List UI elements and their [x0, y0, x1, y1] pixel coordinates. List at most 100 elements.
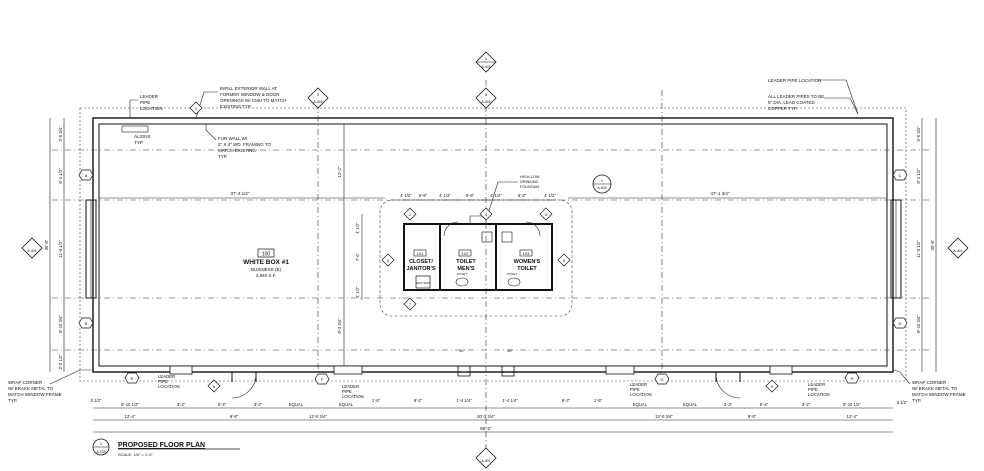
svg-text:35'-8": 35'-8" [930, 239, 935, 250]
svg-text:8: 8 [213, 384, 216, 389]
svg-text:A-401: A-401 [481, 459, 490, 463]
svg-text:FOUNTAIN: FOUNTAIN [520, 185, 539, 189]
svg-text:2: 2 [317, 92, 320, 97]
svg-text:1'-4 1/4": 1'-4 1/4" [456, 398, 472, 403]
toilet-label-mens: TOILET [457, 272, 468, 276]
svg-text:1: 1 [601, 178, 604, 183]
dimension-bottom-row1: 3 1/2" 8'-10 1/2" 3'-2" 6'-4" 3'-2" EQUA… [91, 398, 908, 409]
svg-text:FORMER WINDOW & DOOR: FORMER WINDOW & DOOR [220, 92, 280, 97]
tag-diamonds: 1 2 3 4 5 6 7 8 9 [189, 101, 779, 393]
svg-text:8'-10 1/2": 8'-10 1/2" [843, 402, 861, 407]
plan-title-number: 1 [100, 441, 103, 446]
note-leader-b3: LEADER PIPE LOCATION [630, 382, 652, 397]
dimension-small: 10" 10" [459, 348, 513, 353]
svg-text:9'-3 3/4": 9'-3 3/4" [337, 318, 342, 334]
svg-text:30'-2 3/4": 30'-2 3/4" [477, 414, 495, 419]
svg-text:4' 1/2": 4' 1/2" [544, 193, 556, 198]
dimension-bottom-total: 86'-2" [93, 426, 893, 433]
room-womens-name-2: TOILET [517, 266, 537, 272]
svg-text:LOCATION: LOCATION [158, 384, 180, 389]
svg-text:LEADER PIPE LOCATION: LEADER PIPE LOCATION [768, 78, 821, 83]
svg-text:MATCH WINDOW FRAME: MATCH WINDOW FRAME [912, 392, 966, 397]
svg-text:3: 3 [387, 258, 390, 263]
svg-text:INFILL EXTERIOR WALL AT: INFILL EXTERIOR WALL AT [220, 86, 277, 91]
svg-text:3'-2": 3'-2" [254, 402, 263, 407]
mop-sink-label: MOP SINK [416, 281, 431, 285]
svg-text:DRINKING: DRINKING [520, 180, 539, 184]
room-main-area: 2,840 S.F. [256, 273, 276, 278]
svg-text:3'-3 1/2": 3'-3 1/2" [58, 354, 63, 370]
svg-text:3'-2": 3'-2" [177, 402, 186, 407]
svg-text:9'-8": 9'-8" [230, 414, 239, 419]
svg-text:WRAP CORNER: WRAP CORNER [8, 380, 43, 385]
svg-text:8'-10 1/2": 8'-10 1/2" [121, 402, 139, 407]
svg-text:10": 10" [459, 348, 465, 353]
detail-marker: 1 A-602 [592, 174, 612, 194]
svg-text:8'-10 3/4": 8'-10 3/4" [58, 315, 63, 333]
svg-text:A-602: A-602 [597, 186, 606, 190]
svg-text:EQUAL: EQUAL [289, 402, 304, 407]
svg-text:11'-5 1/2": 11'-5 1/2" [58, 240, 63, 258]
svg-text:1: 1 [485, 56, 488, 61]
svg-text:F: F [321, 377, 324, 382]
svg-text:4' 1/2": 4' 1/2" [439, 193, 451, 198]
svg-text:EXISTING TYP.: EXISTING TYP. [220, 104, 252, 109]
room-womens-number: 103 [523, 251, 530, 256]
section-marker-top-center: 1 A-401 [475, 51, 497, 73]
svg-text:A: A [85, 173, 88, 178]
svg-text:A-401: A-401 [481, 100, 490, 104]
svg-text:8'-1 1/2": 8'-1 1/2" [58, 168, 63, 184]
svg-text:8'-10 3/4": 8'-10 3/4" [916, 315, 921, 333]
plan-title: 1 A-100 PROPOSED FLOOR PLAN SCALE: 1/4" … [92, 438, 240, 457]
svg-text:4' 1/2": 4' 1/2" [355, 222, 360, 234]
room-closet-number: 101 [417, 251, 424, 256]
svg-text:WRAP CORNER: WRAP CORNER [912, 380, 947, 385]
note-wrap-left: WRAP CORNER W/ BRAKE METAL TO MATCH WIND… [8, 369, 92, 403]
note-fur-wall: FUR WALL W/ 2" X 4" WD. FRAMING TO MATCH… [205, 124, 272, 159]
svg-text:10": 10" [507, 348, 513, 353]
svg-text:6'-4": 6'-4" [760, 402, 769, 407]
svg-text:11'-5 1/2": 11'-5 1/2" [916, 240, 921, 258]
svg-text:8'-1 1/2": 8'-1 1/2" [916, 168, 921, 184]
svg-text:4: 4 [485, 212, 488, 217]
svg-text:9'-2": 9'-2" [414, 398, 423, 403]
svg-text:B: B [85, 321, 88, 326]
svg-text:47'-1 3/4": 47'-1 3/4" [711, 191, 730, 196]
dimension-bottom-row2: 12'-4" 9'-8" 12'-0 3/4" 30'-2 3/4" 12'-0… [93, 414, 893, 421]
room-mens-name-2: MEN'S [457, 266, 475, 272]
svg-text:MATCH EXISTING: MATCH EXISTING [218, 148, 256, 153]
restroom-core-walls [403, 215, 553, 291]
note-all-leader: ALL LEADER PIPES TO BE 5" DIA. LEAD COAT… [768, 94, 859, 115]
svg-text:37'-4 1/2": 37'-4 1/2" [231, 191, 250, 196]
plan-title-scale: SCALE: 1/4" = 1'-0" [118, 452, 153, 457]
svg-text:D: D [899, 321, 902, 326]
svg-text:TYP.: TYP. [8, 398, 17, 403]
note-infill: INFILL EXTERIOR WALL AT FORMER WINDOW & … [195, 86, 286, 119]
room-tag-main [257, 248, 275, 258]
svg-text:3'-2": 3'-2" [724, 402, 733, 407]
svg-text:A-401: A-401 [953, 249, 962, 253]
svg-text:PIPE: PIPE [140, 100, 150, 105]
room-mens-number: 102 [462, 251, 469, 256]
room-main-name: WHITE BOX #1 [243, 259, 289, 266]
room-closet-name-2: JANITOR'S [406, 266, 435, 272]
svg-text:FUR WALL W/: FUR WALL W/ [218, 136, 248, 141]
svg-text:3'-6 3/4": 3'-6 3/4" [58, 126, 63, 142]
svg-text:C: C [899, 173, 902, 178]
svg-text:LEADER: LEADER [342, 384, 359, 389]
dimension-core-vertical: 4' 1/2" 7'-6" 4' 1/2" [355, 214, 363, 300]
svg-text:3'-6 3/4": 3'-6 3/4" [916, 126, 921, 142]
svg-text:PIPE: PIPE [158, 379, 168, 384]
svg-text:G: G [660, 377, 663, 382]
room-mens-name-1: TOILET [456, 259, 476, 265]
core-dashed-zone [379, 199, 573, 317]
svg-text:EQUAL: EQUAL [683, 402, 698, 407]
svg-text:4' 1/2": 4' 1/2" [400, 193, 412, 198]
tag-hexes: A B C D E F G H [78, 169, 908, 385]
svg-text:LEADER: LEADER [140, 94, 159, 99]
svg-text:E: E [131, 376, 134, 381]
svg-text:4' 1/2": 4' 1/2" [355, 286, 360, 298]
note-aligns: ALIGNS TYP. [121, 125, 151, 145]
svg-text:W/ BRAKE METAL TO: W/ BRAKE METAL TO [8, 386, 54, 391]
svg-text:3'-2": 3'-2" [802, 402, 811, 407]
